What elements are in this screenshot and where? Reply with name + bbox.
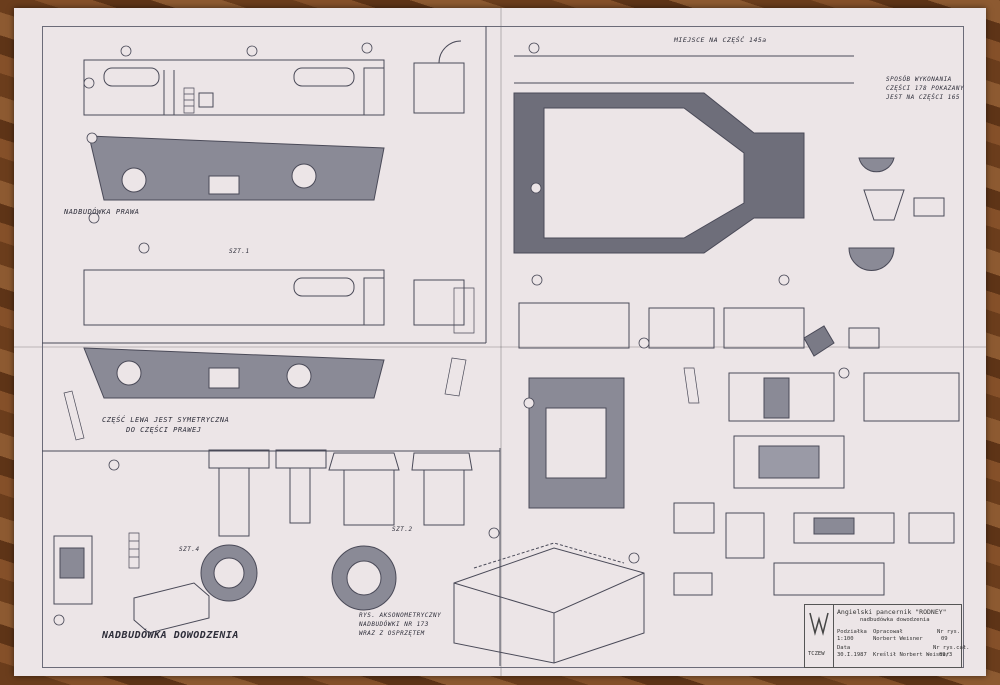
- total-label: Nr rys.cał.: [933, 645, 970, 651]
- label-symmetric-line2: DO CZĘŚCI PRAWEJ: [126, 426, 202, 434]
- label-command-superstructure: NADBUDÓWKA DOWODZENIA: [102, 630, 239, 641]
- label-method-line2: CZĘŚCI 178 POKAZANY: [886, 85, 965, 92]
- total-value: 09/3: [939, 652, 953, 658]
- date-value: 30.I.1987: [837, 652, 867, 658]
- shipyard-logo-icon: [809, 612, 829, 636]
- label-place-on-part: MIEJSCE NA CZĘŚĆ 145a: [674, 36, 767, 44]
- label-axonometric-line2: NADBUDÓWKI NR 173: [359, 621, 429, 628]
- label-method-line3: JEST NA CZĘŚCI 165: [886, 94, 961, 101]
- author-label: Opracował: [873, 629, 903, 635]
- drawing-frame: [42, 26, 964, 668]
- fold-line-vertical: [500, 8, 502, 676]
- logo-text: TCZEW: [808, 651, 825, 657]
- author-value: Norbert Weisner: [873, 636, 923, 642]
- technical-drawing: [42, 26, 960, 666]
- subject: nadbudówka dowodzenia: [860, 617, 930, 623]
- scale-value: 1:100: [837, 636, 854, 642]
- plan-sheet: NADBUDÓWKA PRAWA CZĘŚĆ LEWA JEST SYMETRY…: [14, 8, 986, 676]
- label-szt1: SZT.1: [229, 248, 250, 255]
- title-block: TCZEW Angielski pancernik "RODNEY" nadbu…: [804, 604, 969, 668]
- label-right-superstructure: NADBUDÓWKA PRAWA: [64, 208, 140, 216]
- label-axonometric-line1: RYS. AKSONOMETRYCZNY: [359, 612, 442, 619]
- label-axonometric-line3: WRAZ Z OSPRZĘTEM: [359, 630, 425, 637]
- label-szt2: SZT.2: [392, 526, 413, 533]
- logo-box: TCZEW: [805, 605, 834, 667]
- sheet-value: 09: [941, 636, 948, 642]
- date-label: Data: [837, 645, 851, 651]
- ship-name: Angielski pancernik "RODNEY": [837, 608, 947, 616]
- sheet-label: Nr rys.: [937, 629, 961, 635]
- fold-line-horizontal: [14, 346, 986, 348]
- label-method-line1: SPOSÓB WYKONANIA: [886, 76, 952, 83]
- scale-label: Podziałka: [837, 629, 867, 635]
- label-symmetric-line1: CZĘŚĆ LEWA JEST SYMETRYCZNA: [102, 416, 230, 424]
- label-szt4: SZT.4: [179, 546, 200, 553]
- drew-value: Kreślił Norbert Weisner: [873, 652, 950, 658]
